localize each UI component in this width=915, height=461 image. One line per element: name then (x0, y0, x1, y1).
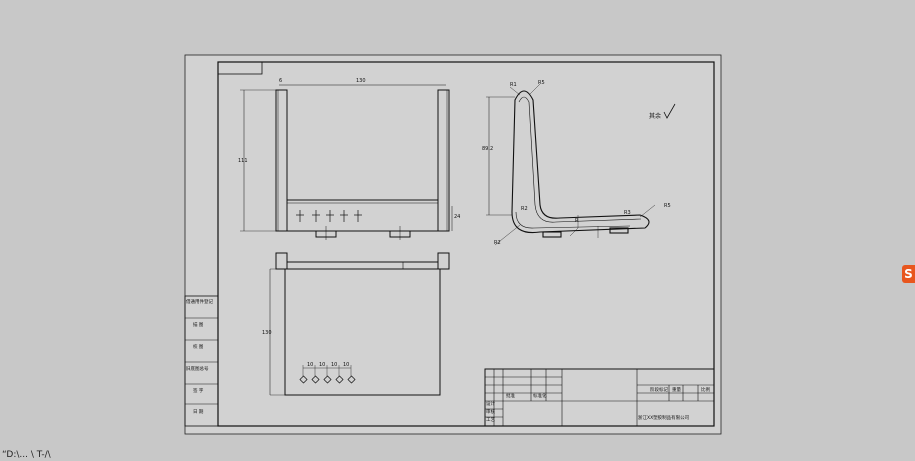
dim-side-top-r2: R5 (538, 80, 545, 86)
tb-header-1: 重量 (672, 386, 681, 393)
side-view (486, 83, 656, 246)
dim-hole-3: 10 (343, 362, 349, 368)
dim-hole-0: 10 (307, 362, 313, 368)
stamp-label-1: 描 图 (193, 321, 204, 328)
dim-top-left: 6 (279, 78, 282, 84)
roughness-label: 其余 (649, 112, 661, 120)
status-path-text: “D:\... \ T-/\ (2, 450, 51, 460)
dim-side-inner-r: R2 (521, 206, 528, 212)
tb-rev-4: 标准化 (533, 392, 547, 399)
title-block (484, 368, 715, 427)
dim-top-height: 111 (238, 158, 248, 164)
dim-top-width: 130 (356, 78, 366, 84)
dim-side-small: R (575, 218, 579, 224)
tb-rev-2: 工艺 (486, 417, 495, 423)
drawing-sheet (184, 54, 722, 435)
dim-side-corner-r: R2 (494, 240, 501, 246)
dim-top-right: 24 (454, 214, 460, 220)
stamp-label-5: 日 期 (193, 409, 204, 415)
left-stamp-column: 借通用件登记 描 图 校 图 旧底图总号 签 字 日 期 (184, 295, 219, 427)
tb-company: 浙江XX塑胶制品有限公司 (638, 414, 689, 421)
drawing-frame (217, 61, 715, 427)
tb-rev-1: 审核 (486, 408, 495, 415)
stamp-label-3: 旧底图总号 (186, 365, 209, 372)
dim-side-right-r: R5 (664, 203, 671, 209)
tb-rev-3: 批准 (506, 392, 515, 399)
tb-rev-0: 设计 (486, 400, 495, 407)
front-view (240, 84, 453, 240)
plan-view (269, 252, 450, 396)
dim-hole-2: 10 (331, 362, 337, 368)
dim-bottom-height: 130 (262, 330, 272, 336)
stamp-label-4: 签 字 (193, 387, 204, 394)
tb-header-2: 比例 (701, 386, 710, 393)
dim-side-height: 89.2 (482, 146, 493, 152)
dim-side-top-r1: R1 (510, 82, 517, 88)
dim-hole-1: 10 (319, 362, 325, 368)
stamp-label-0: 借通用件登记 (186, 298, 213, 305)
stamp-label-2: 校 图 (193, 343, 204, 350)
dim-side-slope: R3 (624, 210, 631, 216)
sogou-ime-icon[interactable]: S (902, 265, 915, 283)
frame-corner-box (217, 61, 263, 75)
tb-header-0: 阶段标记 (650, 386, 668, 393)
roughness-symbol: 其余 (649, 103, 676, 120)
